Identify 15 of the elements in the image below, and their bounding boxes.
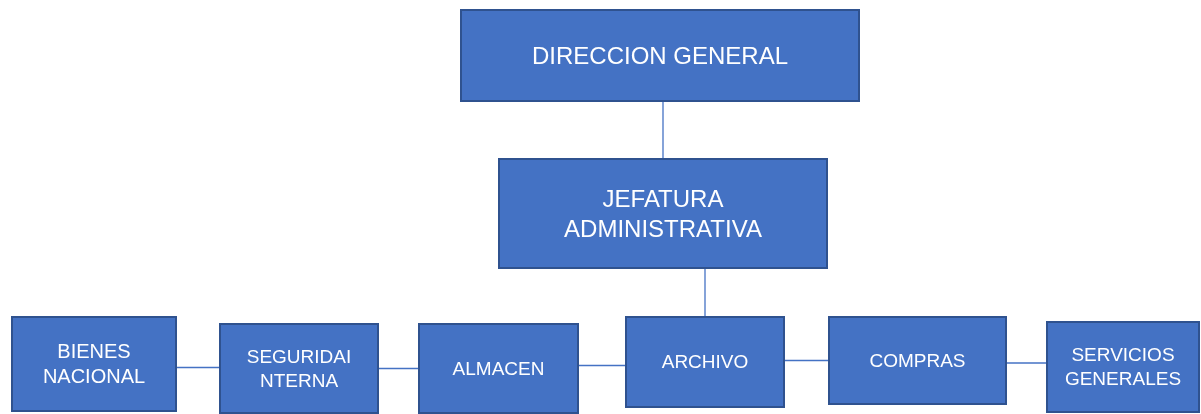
org-box: SERVICIOS GENERALES: [1046, 321, 1200, 413]
connector-line: [176, 366, 220, 369]
connector-line: [784, 359, 829, 362]
org-box: DIRECCION GENERAL: [460, 9, 860, 102]
connector-line: [662, 101, 664, 159]
org-box: ARCHIVO: [625, 316, 785, 408]
connector-line: [578, 364, 626, 367]
org-box: BIENES NACIONAL: [11, 316, 177, 412]
org-box: ALMACEN: [418, 323, 579, 414]
org-box: JEFATURA ADMINISTRATIVA: [498, 158, 828, 269]
org-box: SEGURIDAI NTERNA: [219, 323, 379, 414]
org-box: COMPRAS: [828, 316, 1007, 405]
connector-line: [704, 268, 706, 317]
connector-line: [1006, 362, 1047, 364]
connector-line: [378, 367, 419, 370]
